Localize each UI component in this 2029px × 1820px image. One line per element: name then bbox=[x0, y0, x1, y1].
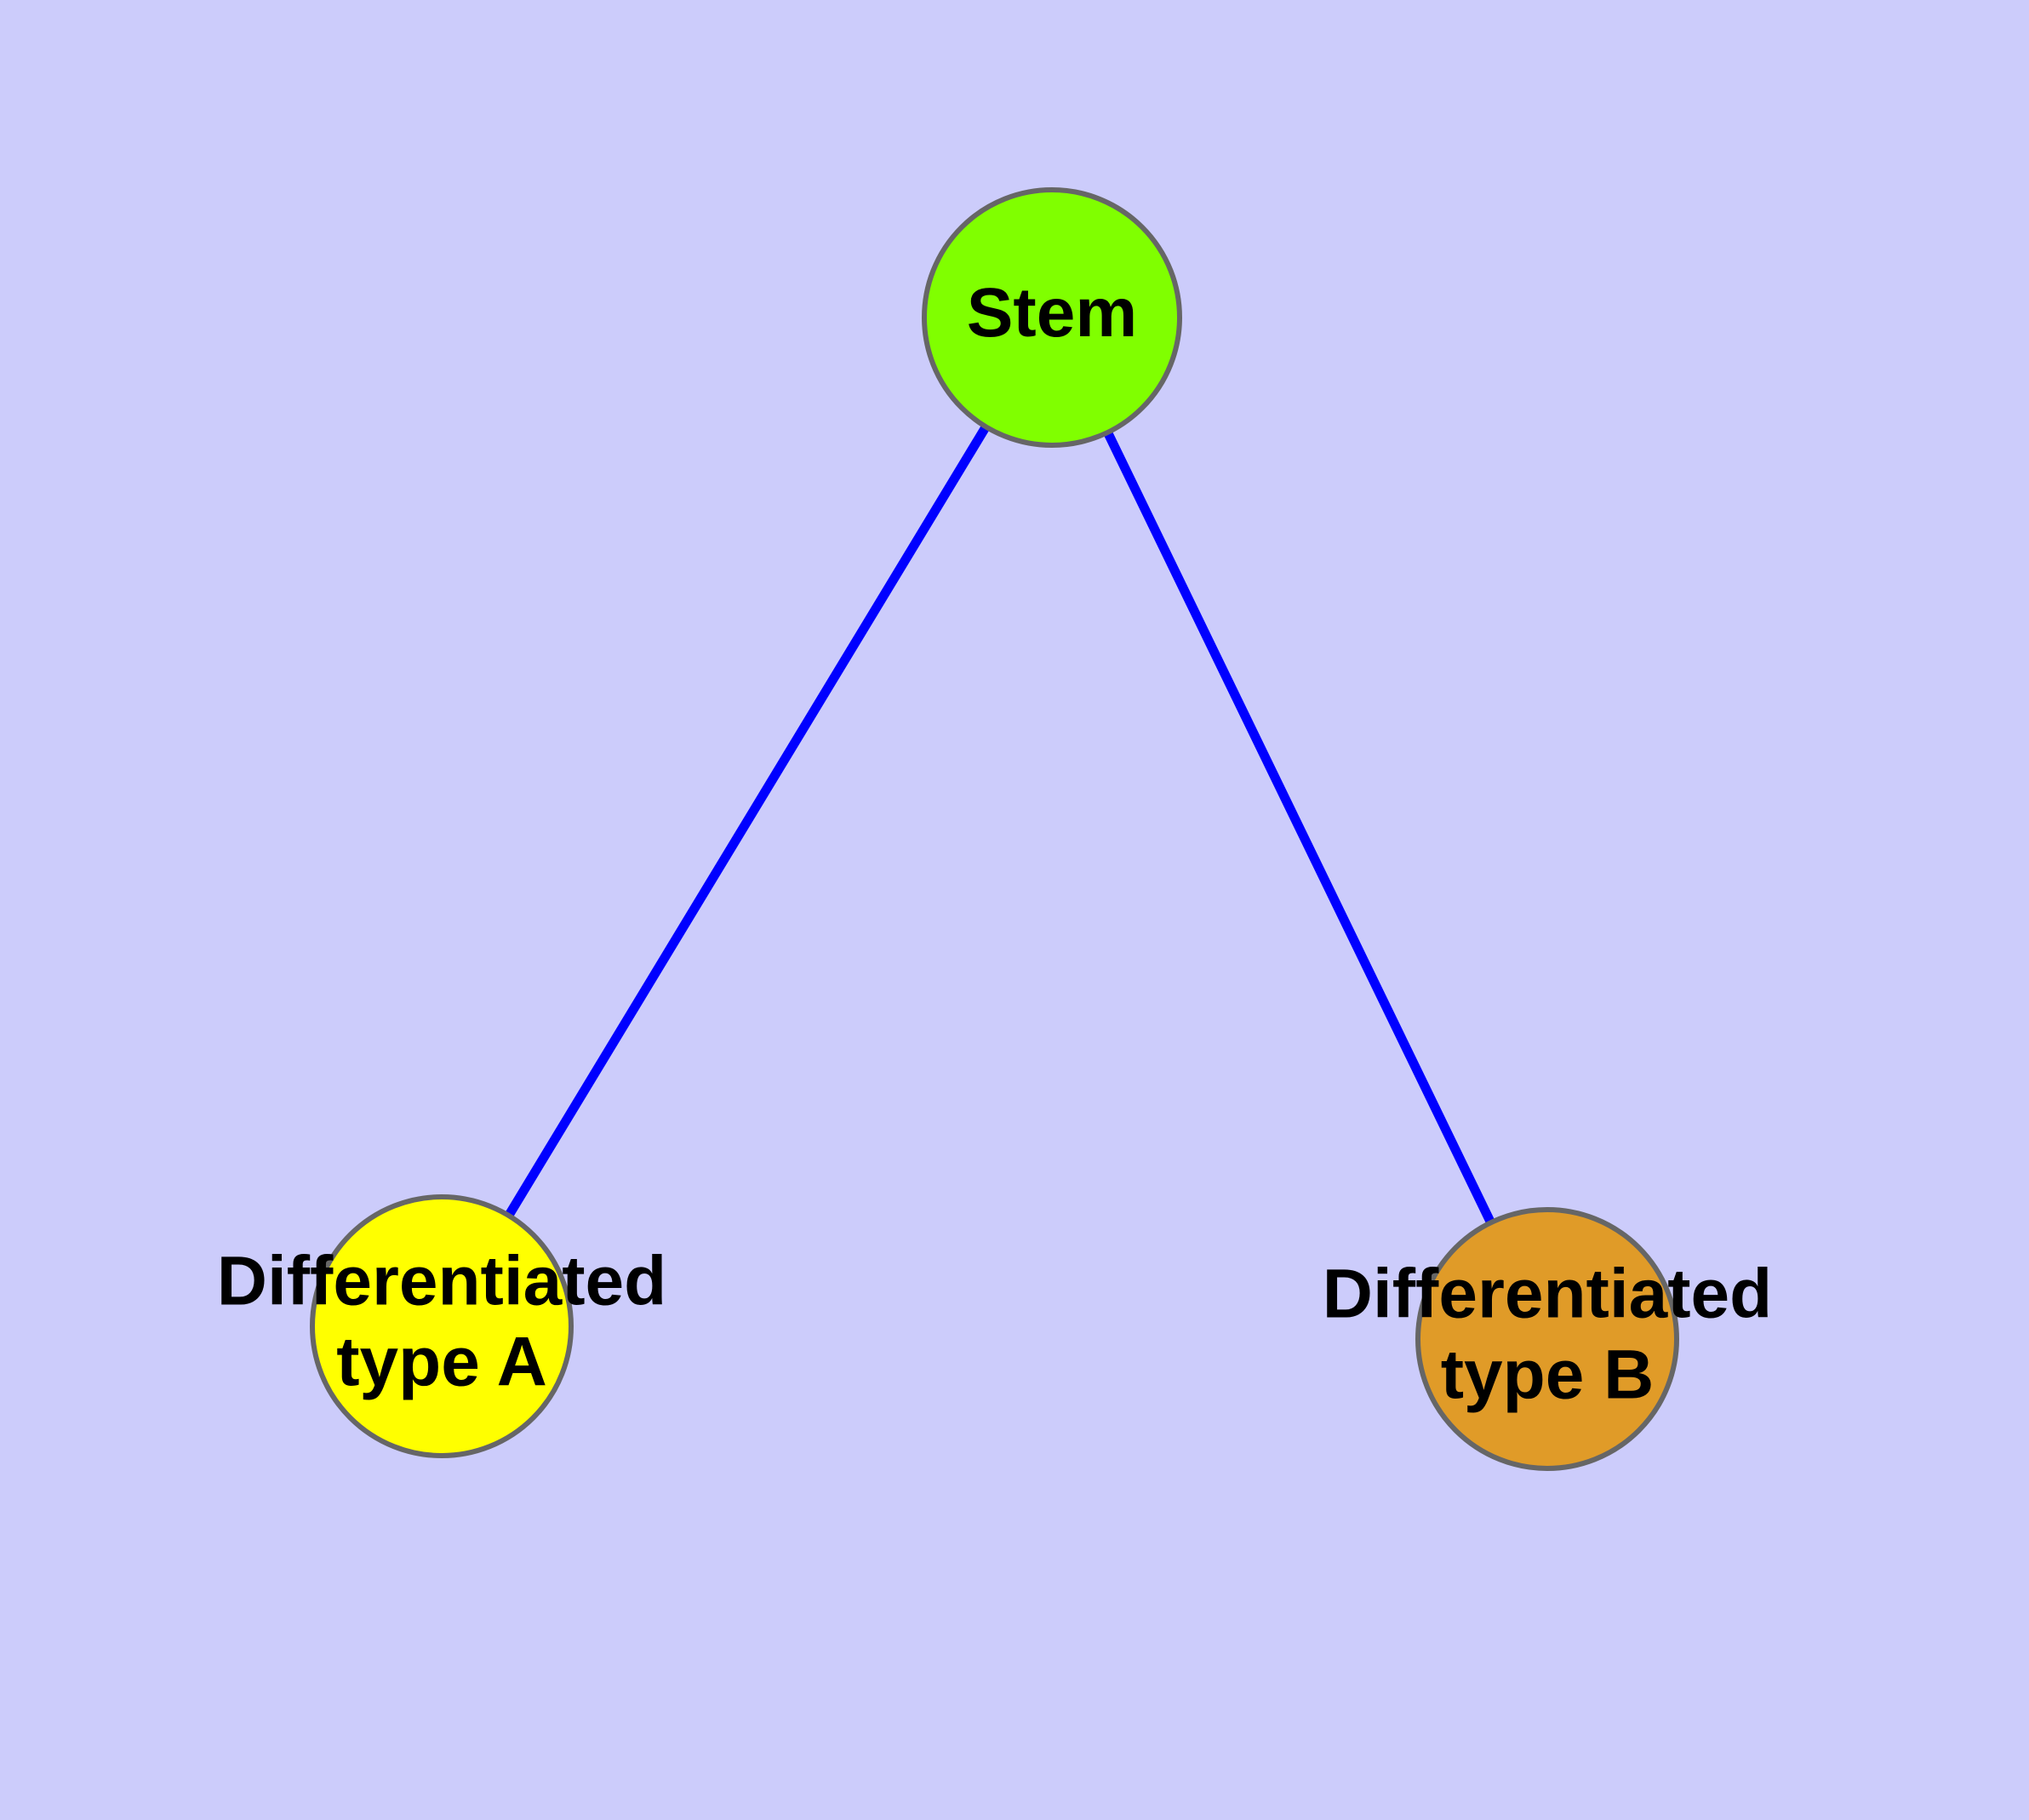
edge-stem-to-diff-a[interactable] bbox=[437, 315, 1056, 1329]
node-circle-diff_b[interactable] bbox=[1415, 1207, 1679, 1471]
node-circle-diff_a[interactable] bbox=[310, 1194, 574, 1458]
edge-stem-to-diff-b[interactable] bbox=[1048, 315, 1552, 1342]
node-stem[interactable]: Stem bbox=[922, 187, 1182, 448]
node-circle-stem[interactable] bbox=[922, 187, 1182, 448]
edge-layer bbox=[437, 315, 1552, 1342]
